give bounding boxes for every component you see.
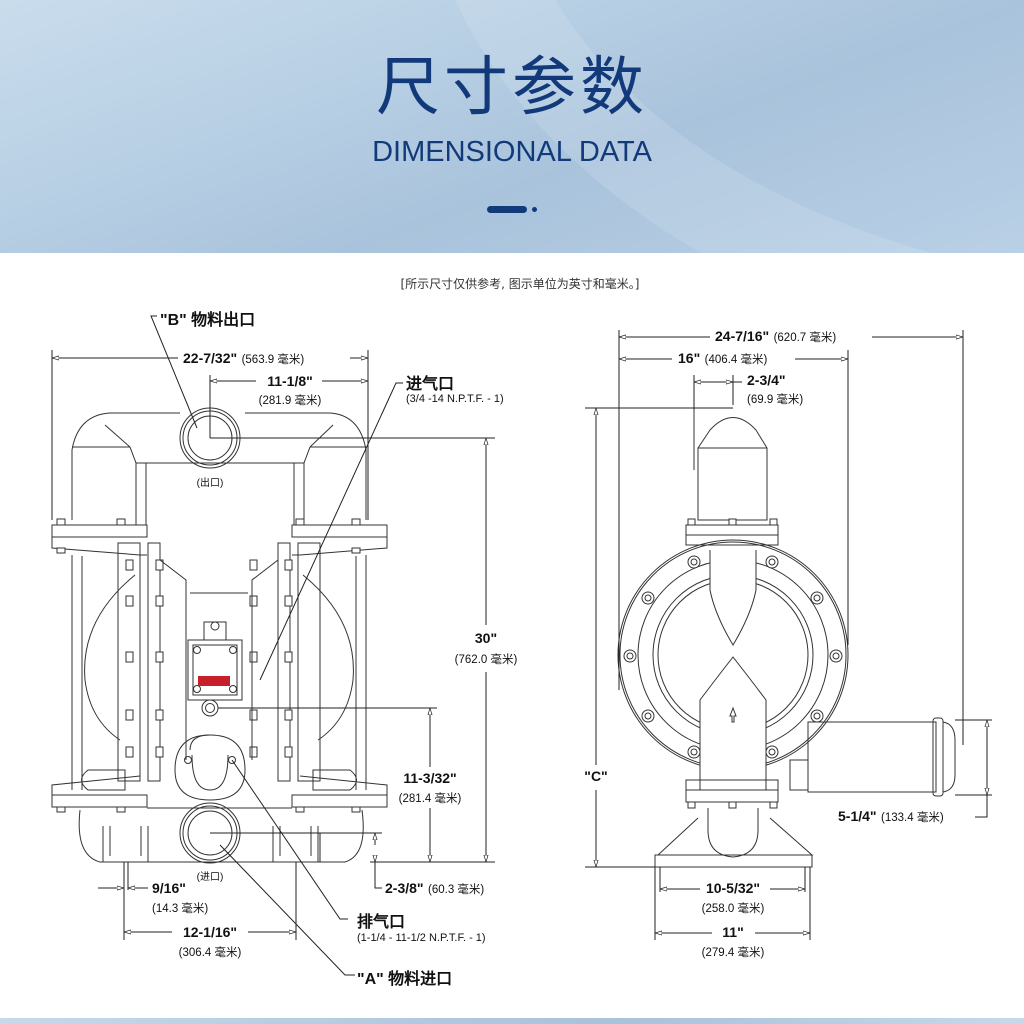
dim-muffler-height: 5-1/4" (133.4 毫米) [838,808,944,824]
dim-overall-depth: 24-7/16" (620.7 毫米) [712,328,840,346]
reference-note: [所示尺寸仅供参考, 图示单位为英寸和毫米。] [400,277,640,291]
inlet-small-label: (进口) [196,872,224,883]
side-dimension-lines [585,330,992,940]
dim-depth-16: 16" (406.4 毫米) [675,350,771,368]
dim-base-inner: 10-5/32" [705,880,761,896]
dim-outlet-offset: 11-1/8" [267,373,313,389]
footer-band [0,1018,1024,1024]
dim-height: 30" [471,630,501,646]
page-title-en: DIMENSIONAL DATA [372,136,652,168]
dim-overall-width: 22-7/32" (563.9 毫米) [180,350,308,368]
dim-foot-slot-mm: (14.3 毫米) [152,903,209,915]
dim-base-outer: 11" [722,924,744,940]
dim-side-outlet-offset: 2-3/4" [747,372,786,388]
dim-mount-spacing: 12-1/16" [182,924,238,940]
dim-mount-spacing-mm: (306.4 毫米) [178,947,242,959]
header-banner: 尺寸参数 DIMENSIONAL DATA [0,0,1024,253]
dim-air-inlet-height-mm: (281.4 毫米) [395,790,465,806]
flow-arrow-icon [729,706,737,723]
dim-air-inlet-height: 11-3/32" [400,770,460,786]
title-divider-icon [487,206,537,214]
dim-c-label: "C" [581,768,611,784]
air-inlet-spec: (3/4 -14 N.P.T.F. - 1) [406,393,504,405]
exhaust-spec: (1-1/4 - 11-1/2 N.P.T.F. - 1) [357,932,486,944]
outlet-small-label: (出口) [196,478,224,489]
front-view-pump [51,407,388,864]
dim-foot-slot: 9/16" [152,880,186,896]
dim-height-mm: (762.0 毫米) [451,651,521,667]
inlet-a-label: "A" 物料进口 [357,971,453,988]
outlet-b-label: "B" 物料出口 [160,312,256,329]
dim-base-inner-mm: (258.0 毫米) [701,903,765,915]
dim-inlet-height: 2-3/8" (60.3 毫米) [385,880,485,896]
exhaust-label: 排气口 [357,914,406,931]
dim-outlet-offset-mm: (281.9 毫米) [258,395,322,407]
air-inlet-label: 进气口 [406,376,455,393]
page-title-cn: 尺寸参数 [376,51,648,125]
dim-side-outlet-offset-mm: (69.9 毫米) [747,394,804,406]
side-view-pump [617,410,956,868]
front-dimension-lines [51,315,495,976]
dim-base-outer-mm: (279.4 毫米) [701,947,765,959]
brand-badge-icon [198,676,230,686]
